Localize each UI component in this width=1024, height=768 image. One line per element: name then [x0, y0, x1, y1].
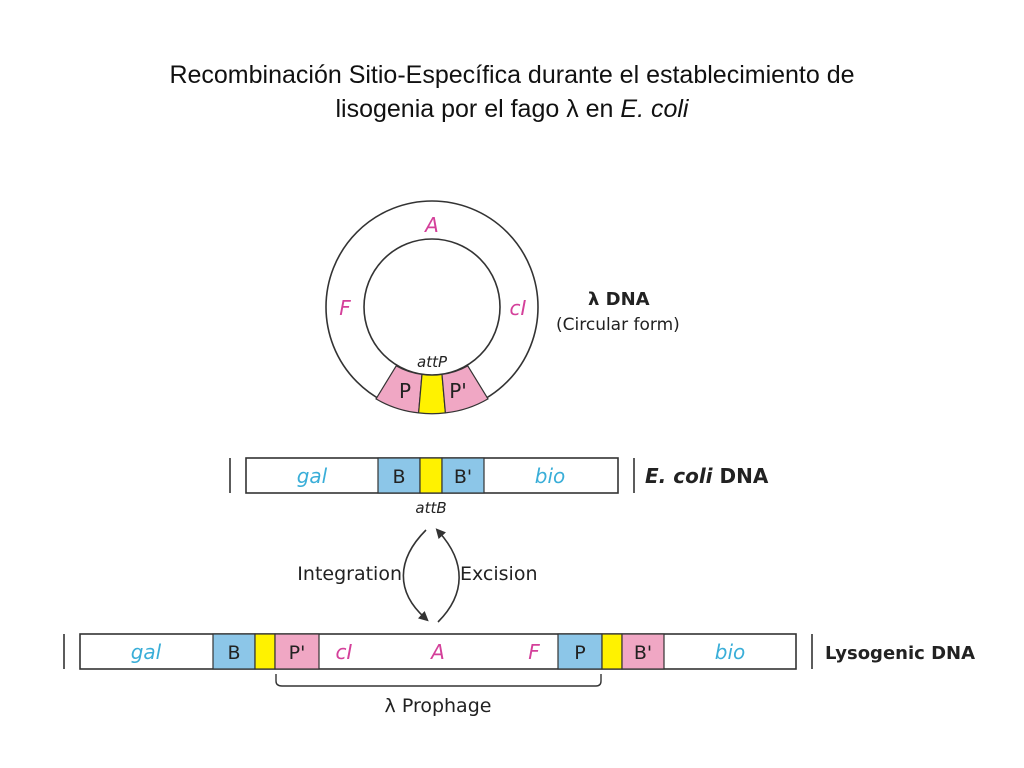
ecoli-b-prime-segment	[441, 457, 485, 494]
lysogenic-b-segment	[212, 633, 256, 670]
ecoli-name-italic: E. coli	[645, 464, 714, 488]
ecoli-b-label: B	[392, 466, 405, 488]
ecoli-dna-name: E. coli DNA	[645, 464, 769, 488]
attb-label: attB	[415, 499, 446, 517]
site-p-prime-label: P'	[449, 379, 467, 403]
prophage-bracket	[275, 674, 602, 687]
segment-f-label: F	[339, 296, 351, 320]
segment-a-label: A	[423, 213, 439, 237]
site-p-prime-segment	[441, 365, 489, 414]
slide-title: Recombinación Sitio-Específica durante e…	[0, 58, 1024, 126]
title-line-2-text: lisogenia por el fago λ en	[335, 95, 614, 123]
ecoli-dna: gal B B' bio attB E. coli DNA	[229, 457, 769, 517]
lysogenic-p-label: P	[574, 642, 585, 664]
attp-label: attP	[417, 353, 448, 371]
lysogenic-dna: gal B P' cI A F P B' bio Lysogenic DNA λ…	[63, 633, 975, 717]
circular-lambda-dna: A F cI attP P P' λ DNA (Circular form)	[325, 200, 680, 415]
excision-arrow	[435, 528, 460, 623]
ecoli-gal-label: gal	[297, 464, 328, 488]
ecoli-b-segment	[377, 457, 421, 494]
ecoli-core-segment	[419, 457, 443, 494]
title-line-1: Recombinación Sitio-Específica durante e…	[169, 61, 855, 89]
lysogenic-b-label: B	[227, 642, 240, 664]
ecoli-name-rest: DNA	[720, 464, 769, 488]
site-core-segment	[417, 373, 447, 415]
ecoli-b-prime-label: B'	[454, 466, 472, 488]
lysogenic-b-prime-segment	[621, 633, 665, 670]
lysogenic-a-label: A	[429, 640, 445, 664]
excision-label: Excision	[460, 563, 537, 585]
lysogenic-gal-label: gal	[131, 640, 162, 664]
circular-form-label: (Circular form)	[556, 315, 680, 335]
segment-ci-label: cI	[510, 296, 527, 320]
lysogenic-p-prime-segment	[274, 633, 320, 670]
lysogenic-f-label: F	[528, 640, 540, 664]
integration-arrow	[402, 529, 429, 622]
title-line-2-italic: E. coli	[620, 95, 689, 123]
lysogenic-ci-label: cI	[336, 640, 353, 664]
lysogenic-dna-name: Lysogenic DNA	[825, 643, 975, 664]
lysogenic-p-prime-label: P'	[289, 642, 306, 664]
prophage-label: λ Prophage	[385, 695, 492, 717]
integration-label: Integration	[297, 563, 402, 585]
title-line-2: lisogenia por el fago λ en E. coli	[0, 92, 1024, 126]
lysogenic-bio-label: bio	[715, 640, 746, 664]
lambda-dna-label: λ DNA	[588, 289, 650, 310]
lysogenic-b-prime-label: B'	[634, 642, 652, 664]
lysogenic-core-right	[601, 633, 623, 670]
circular-dna-ring	[325, 200, 539, 414]
site-p-label: P	[399, 379, 411, 403]
ecoli-bio-label: bio	[535, 464, 566, 488]
recombination-arrows: Integration Excision	[297, 528, 537, 623]
lysogenic-strand	[79, 633, 797, 670]
lysogenic-core-left	[254, 633, 276, 670]
